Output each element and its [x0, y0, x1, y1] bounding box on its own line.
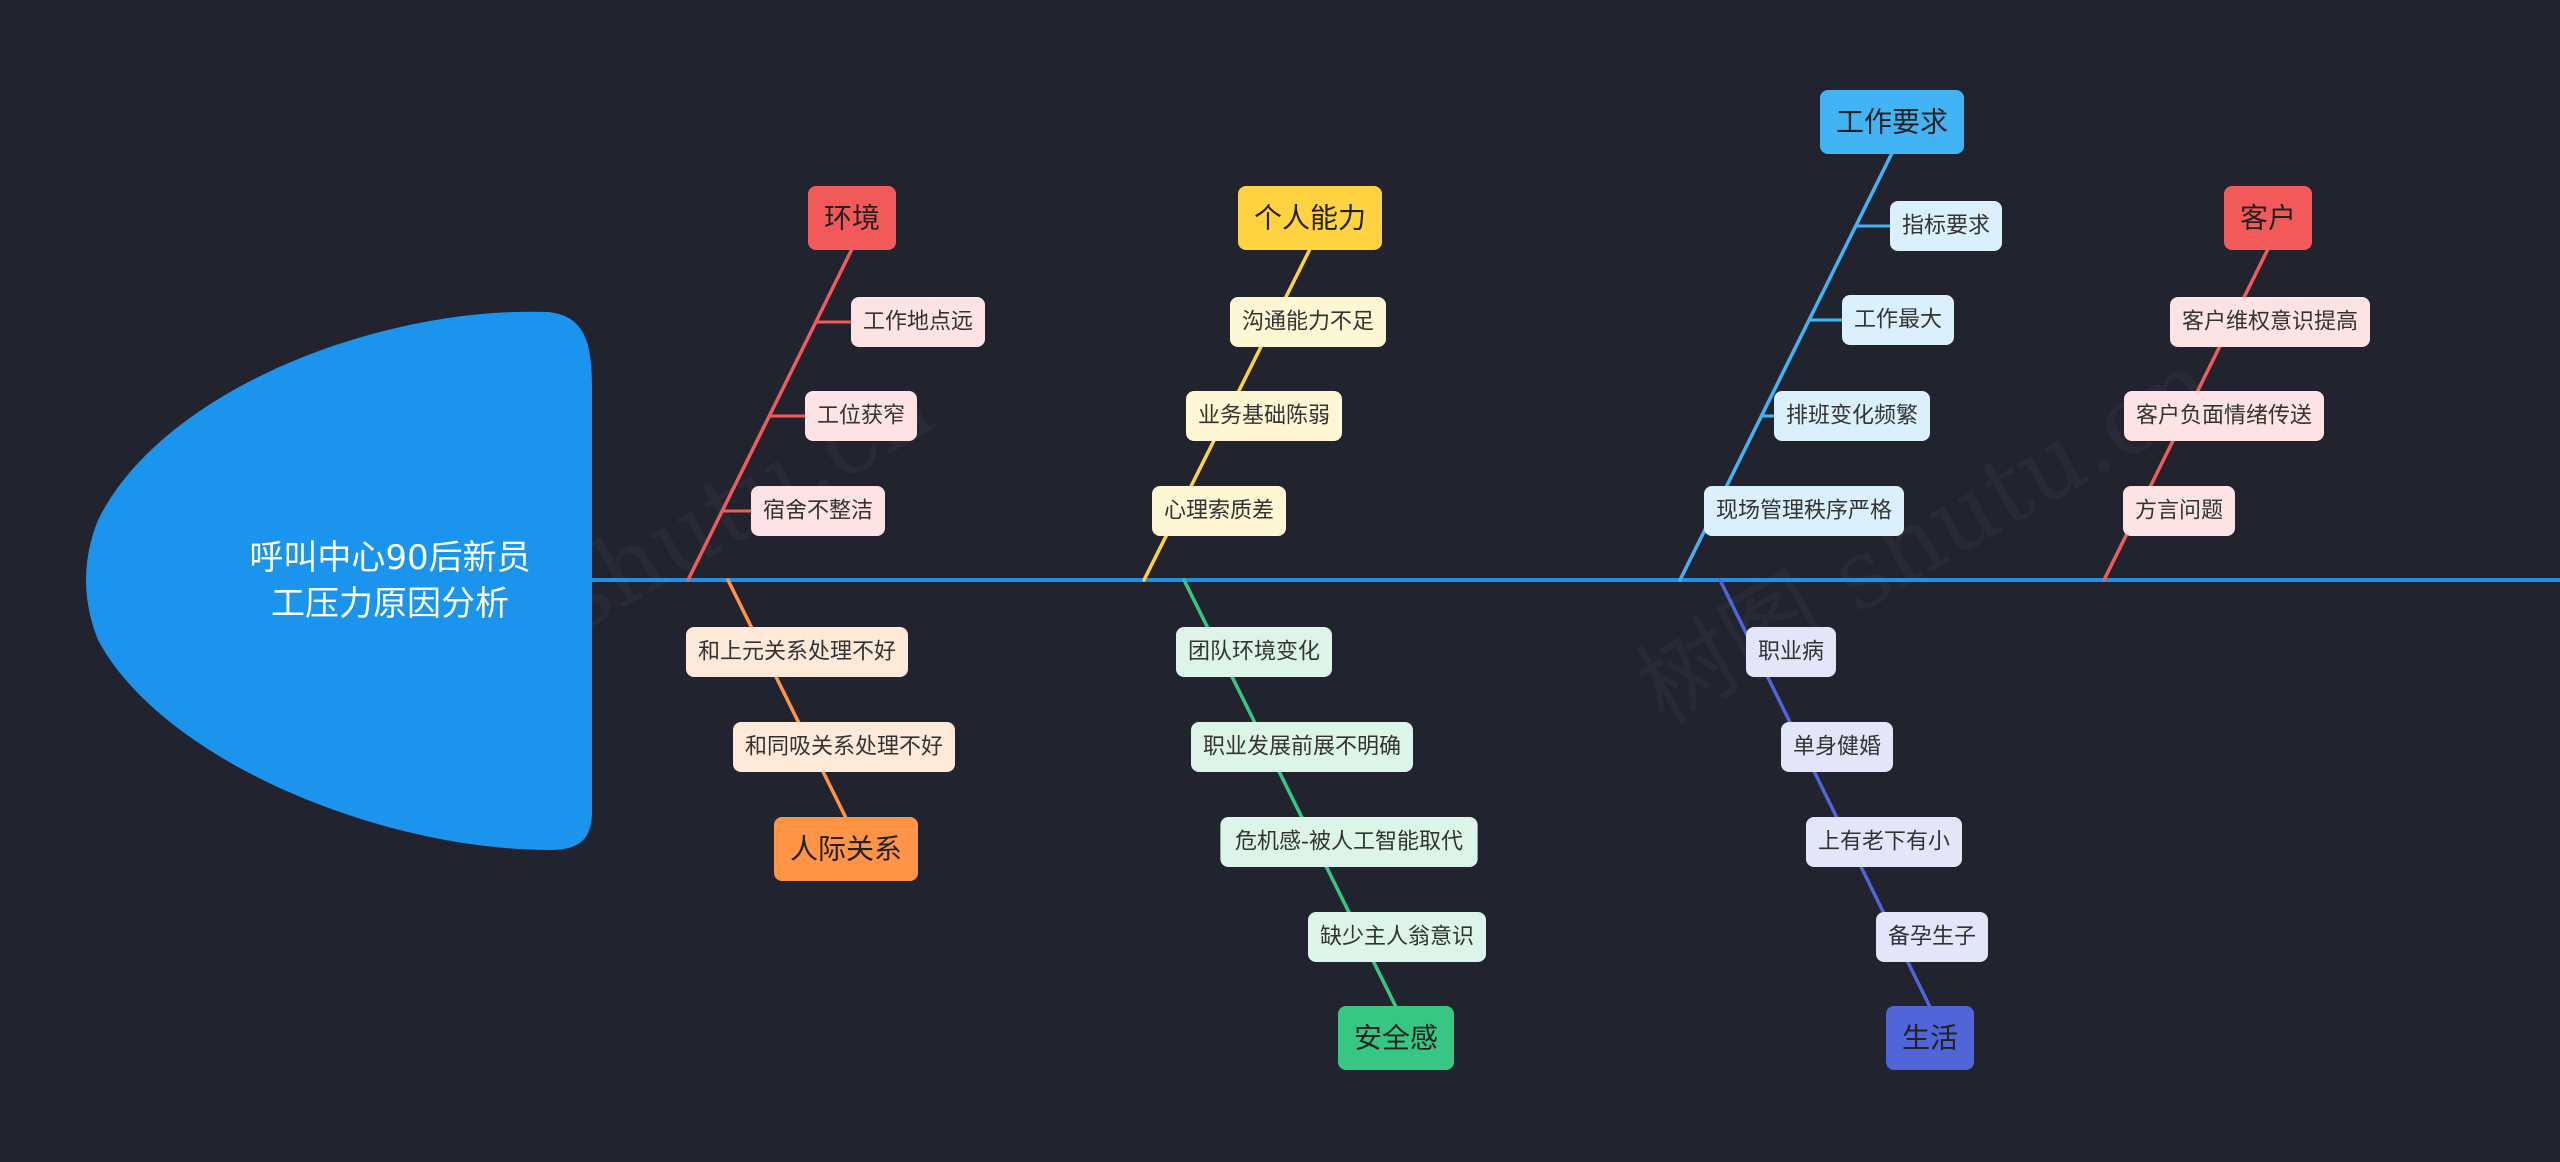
leaf-box — [2170, 297, 2370, 347]
category-node[interactable]: 人际关系 — [774, 817, 918, 881]
category-label: 个人能力 — [1254, 202, 1366, 235]
leaf-box — [2123, 486, 2235, 536]
category-node[interactable]: 安全感 — [1338, 1006, 1454, 1070]
leaf-box — [1308, 912, 1486, 962]
category-node[interactable]: 个人能力 — [1238, 186, 1382, 250]
leaf-node[interactable]: 单身健婚 — [1781, 722, 1893, 772]
category-node[interactable]: 工作要求 — [1820, 90, 1964, 154]
leaf-box — [1781, 722, 1893, 772]
leaf-node[interactable]: 客户负面情绪传送 — [2124, 391, 2324, 441]
fishbone-head — [86, 311, 592, 850]
leaf-label: 工作最大 — [1854, 308, 1942, 333]
leaf-node[interactable]: 和上元关系处理不好 — [686, 627, 908, 677]
leaf-label: 职业发展前展不明确 — [1203, 735, 1401, 760]
leaf-box — [1230, 297, 1386, 347]
leaf-label: 现场管理秩序严格 — [1716, 499, 1892, 524]
leaf-label: 团队环境变化 — [1188, 640, 1320, 665]
category-node[interactable]: 环境 — [808, 186, 896, 250]
leaf-box — [1890, 201, 2002, 251]
branch-line — [726, 578, 848, 820]
leaf-label: 和上元关系处理不好 — [698, 640, 896, 665]
leaf-node[interactable]: 客户维权意识提高 — [2170, 297, 2370, 347]
leaf-node[interactable]: 上有老下有小 — [1806, 817, 1962, 867]
category-box — [1338, 1006, 1454, 1070]
leaf-node[interactable]: 心理索质差 — [1152, 486, 1286, 536]
leaf-box — [1191, 722, 1413, 772]
leaf-label: 沟通能力不足 — [1242, 310, 1374, 335]
category-label: 环境 — [824, 202, 880, 235]
leaf-label: 工作地点远 — [863, 310, 973, 335]
leaf-box — [1704, 486, 1904, 536]
leaf-box — [1176, 627, 1332, 677]
leaf-box — [1842, 295, 1954, 345]
leaf-box — [1746, 627, 1836, 677]
category-node[interactable]: 生活 — [1886, 1006, 1974, 1070]
category-label: 客户 — [2240, 202, 2296, 235]
leaf-box — [1806, 817, 1962, 867]
category-box — [1820, 90, 1964, 154]
leaf-label: 方言问题 — [2135, 499, 2223, 524]
leaf-box — [1152, 486, 1286, 536]
leaf-label: 排班变化频繁 — [1786, 404, 1918, 429]
leaf-label: 指标要求 — [1902, 214, 1990, 239]
leaf-label: 客户维权意识提高 — [2182, 310, 2358, 335]
leaf-box — [851, 297, 985, 347]
category-label: 生活 — [1902, 1022, 1958, 1055]
category-label: 工作要求 — [1836, 106, 1948, 139]
leaf-label: 工位获窄 — [817, 404, 905, 429]
leaf-label: 备孕生子 — [1888, 925, 1976, 950]
leaf-node[interactable]: 指标要求 — [1890, 201, 2002, 251]
category-box — [808, 186, 896, 250]
leaf-node[interactable]: 职业病 — [1746, 627, 1836, 677]
leaf-node[interactable]: 团队环境变化 — [1176, 627, 1332, 677]
leaf-label: 客户负面情绪传送 — [2136, 404, 2312, 429]
leaf-node[interactable]: 业务基础陈弱 — [1186, 391, 1342, 441]
leaf-node[interactable]: 现场管理秩序严格 — [1704, 486, 1904, 536]
leaf-node[interactable]: 工作最大 — [1842, 295, 1954, 345]
leaf-node[interactable]: 工作地点远 — [851, 297, 985, 347]
category-box — [1238, 186, 1382, 250]
leaf-node[interactable]: 备孕生子 — [1876, 912, 1988, 962]
leaf-label: 上有老下有小 — [1818, 830, 1950, 855]
leaf-label: 心理索质差 — [1164, 499, 1274, 524]
category-label: 人际关系 — [790, 833, 902, 866]
leaf-node[interactable]: 和同吸关系处理不好 — [733, 722, 955, 772]
leaf-box — [1220, 817, 1478, 867]
leaf-label: 职业病 — [1758, 640, 1824, 665]
leaf-node[interactable]: 方言问题 — [2123, 486, 2235, 536]
leaf-node[interactable]: 宿舍不整洁 — [751, 486, 885, 536]
leaf-label: 危机感-被人工智能取代 — [1235, 830, 1463, 855]
diagram-title: 工压力原因分析 — [271, 584, 509, 624]
leaf-node[interactable]: 职业发展前展不明确 — [1191, 722, 1413, 772]
leaf-label: 和同吸关系处理不好 — [745, 735, 943, 760]
category-box — [1886, 1006, 1974, 1070]
category-node[interactable]: 客户 — [2224, 186, 2312, 250]
leaf-box — [805, 391, 917, 441]
leaf-box — [733, 722, 955, 772]
category-box — [774, 817, 918, 881]
leaf-box — [1876, 912, 1988, 962]
category-box — [2224, 186, 2312, 250]
leaf-box — [2124, 391, 2324, 441]
leaf-box — [686, 627, 908, 677]
leaf-box — [1774, 391, 1930, 441]
leaf-node[interactable]: 沟通能力不足 — [1230, 297, 1386, 347]
leaf-label: 单身健婚 — [1793, 735, 1881, 760]
leaf-node[interactable]: 缺少主人翁意识 — [1308, 912, 1486, 962]
leaf-label: 业务基础陈弱 — [1198, 404, 1330, 429]
leaf-label: 宿舍不整洁 — [763, 499, 873, 524]
diagram-title: 呼叫中心90后新员 — [249, 538, 530, 578]
leaf-box — [1186, 391, 1342, 441]
category-label: 安全感 — [1354, 1022, 1438, 1055]
leaf-node[interactable]: 排班变化频繁 — [1774, 391, 1930, 441]
leaf-node[interactable]: 危机感-被人工智能取代 — [1220, 817, 1478, 867]
leaf-node[interactable]: 工位获窄 — [805, 391, 917, 441]
leaf-box — [751, 486, 885, 536]
leaf-label: 缺少主人翁意识 — [1320, 925, 1474, 950]
